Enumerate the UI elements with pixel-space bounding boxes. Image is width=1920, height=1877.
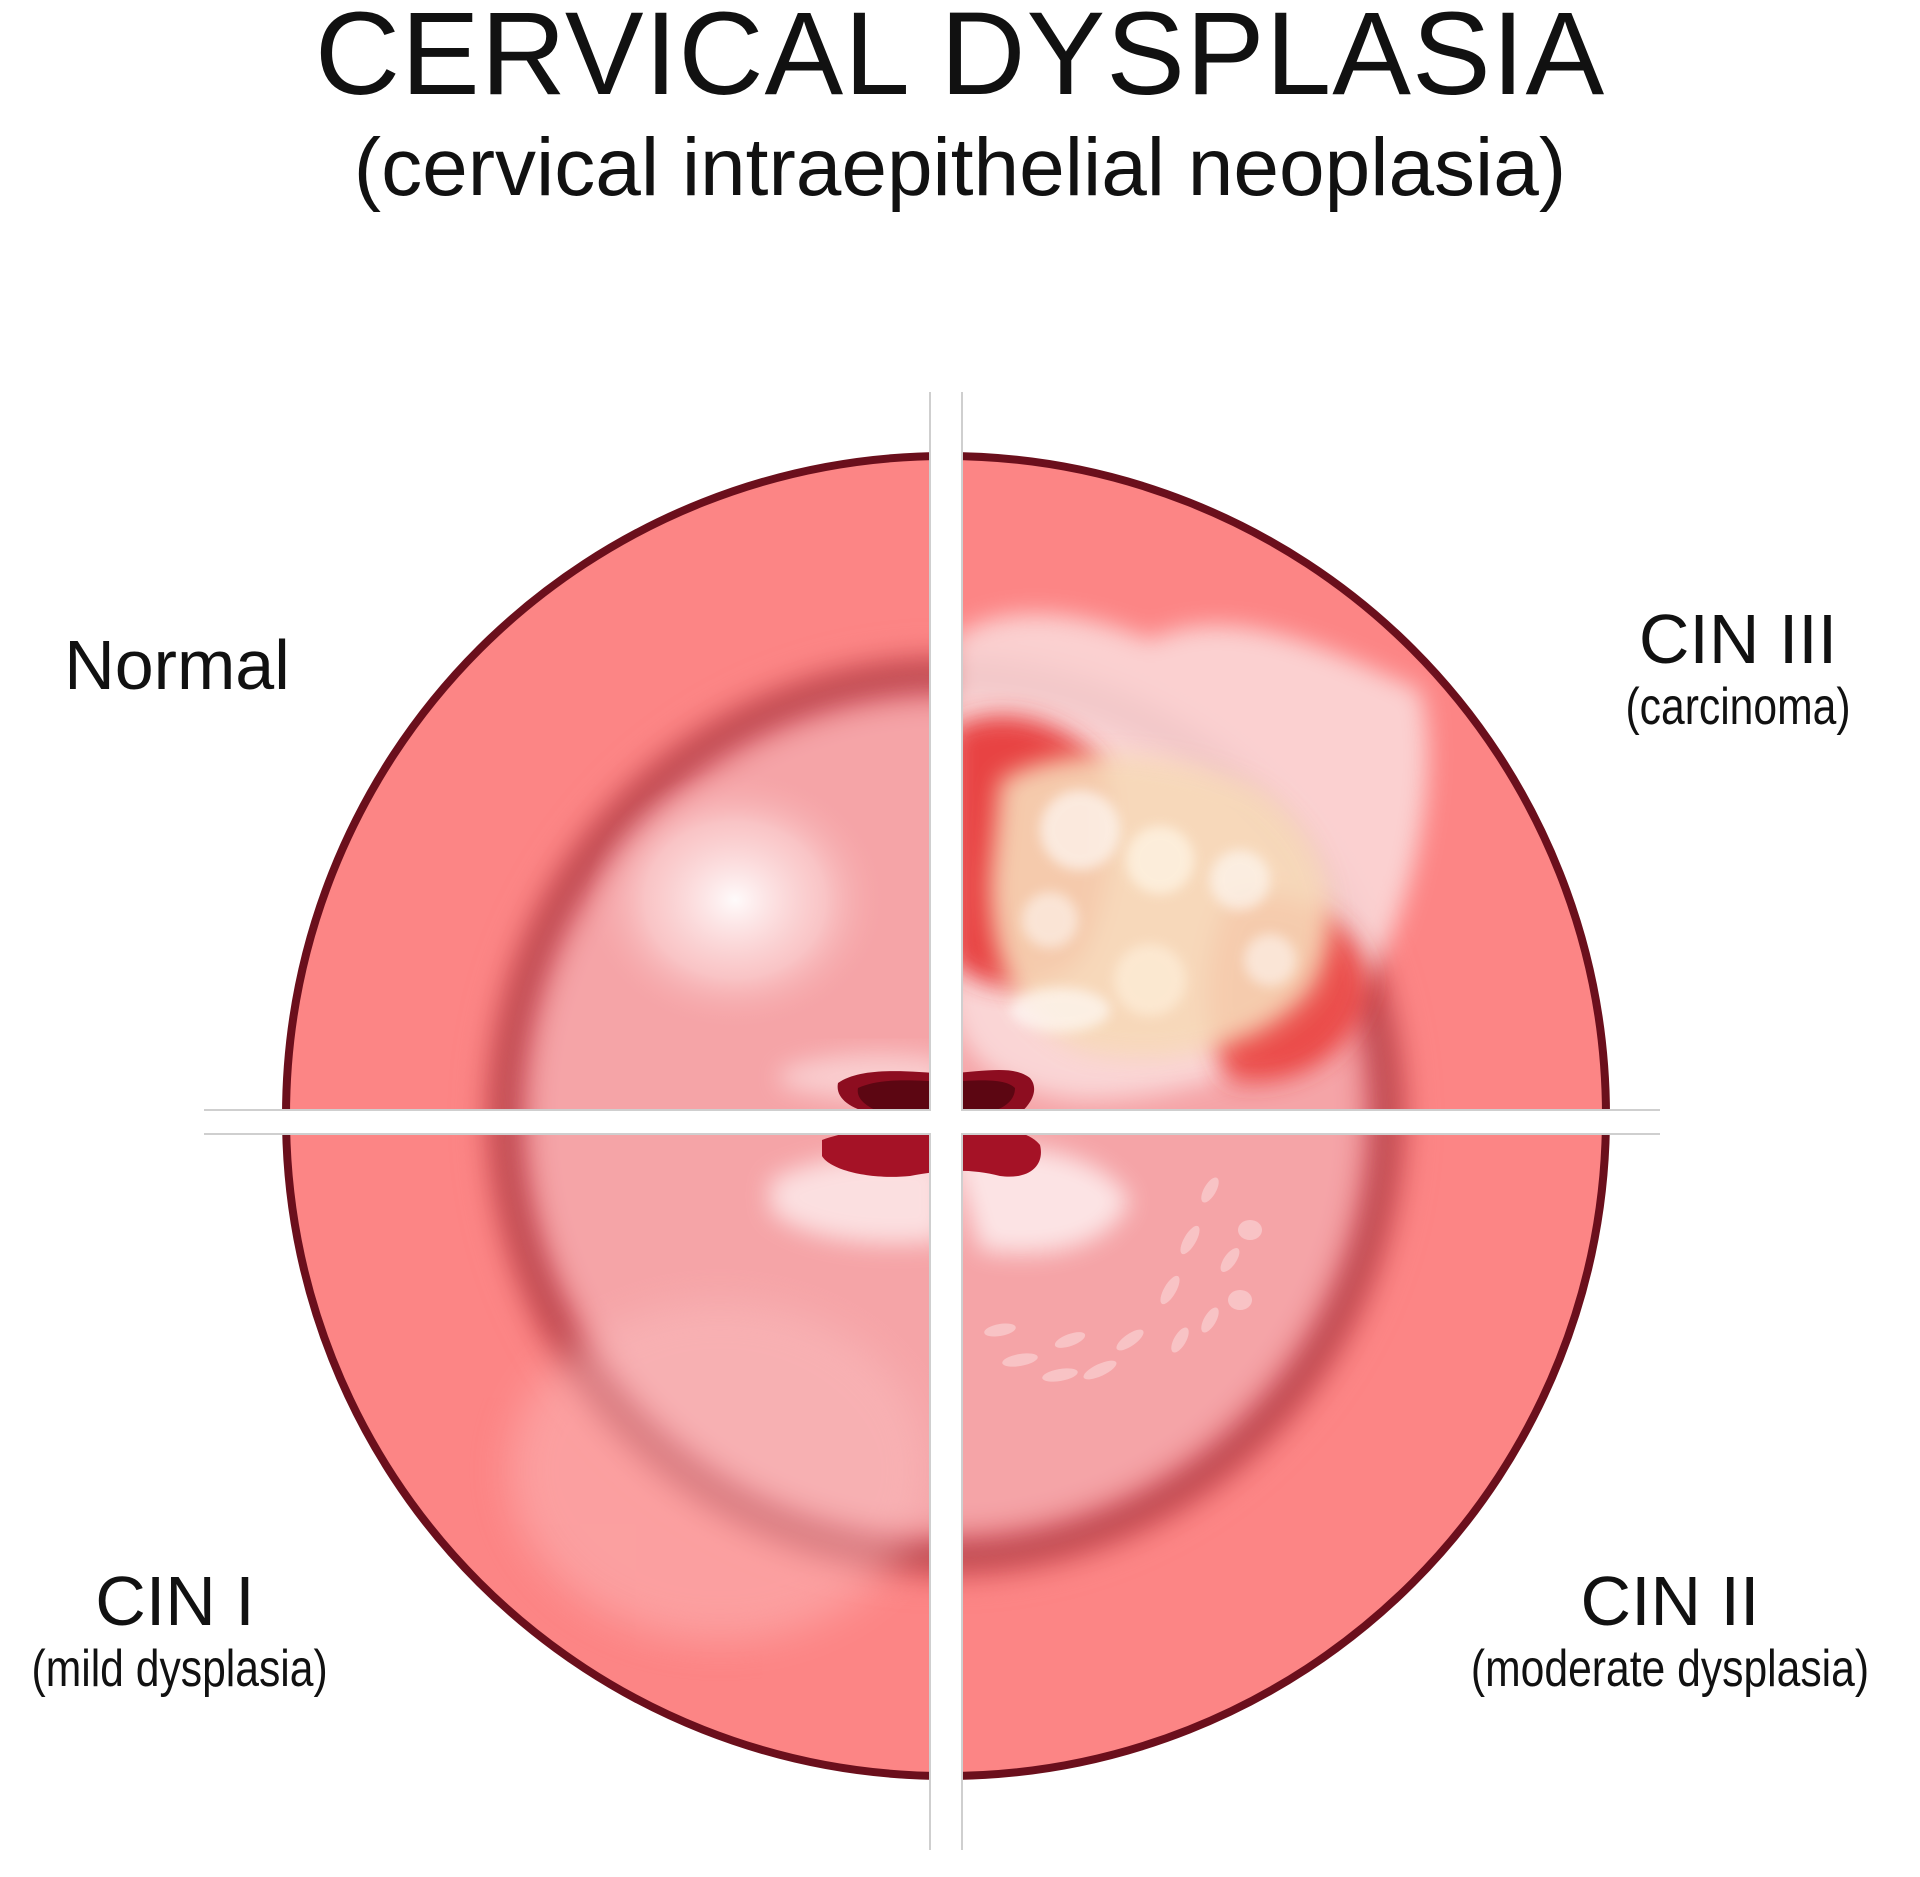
label-cin1: CIN I (mild dysplasia): [0, 1563, 350, 1699]
label-cin3-title: CIN III: [1638, 600, 1838, 678]
label-cin3: CIN III (carcinoma): [1528, 601, 1920, 737]
quadrant-dividers: [204, 392, 1660, 1850]
page-subtitle: (cervical intraepithelial neoplasia): [353, 122, 1567, 213]
label-normal: Normal: [52, 627, 302, 703]
label-cin3-description: (carcinoma): [1625, 678, 1851, 736]
label-normal-title: Normal: [64, 626, 290, 704]
page-title: CERVICAL DYSPLASIA: [314, 0, 1606, 120]
label-cin2-description: (moderate dysplasia): [1470, 1640, 1870, 1698]
label-cin1-title: CIN I: [95, 1562, 255, 1640]
label-cin1-description: (mild dysplasia): [31, 1640, 328, 1698]
label-cin2-title: CIN II: [1580, 1562, 1760, 1640]
label-cin2: CIN II (moderate dysplasia): [1420, 1563, 1920, 1699]
cin3-lesion: [950, 613, 1428, 1100]
